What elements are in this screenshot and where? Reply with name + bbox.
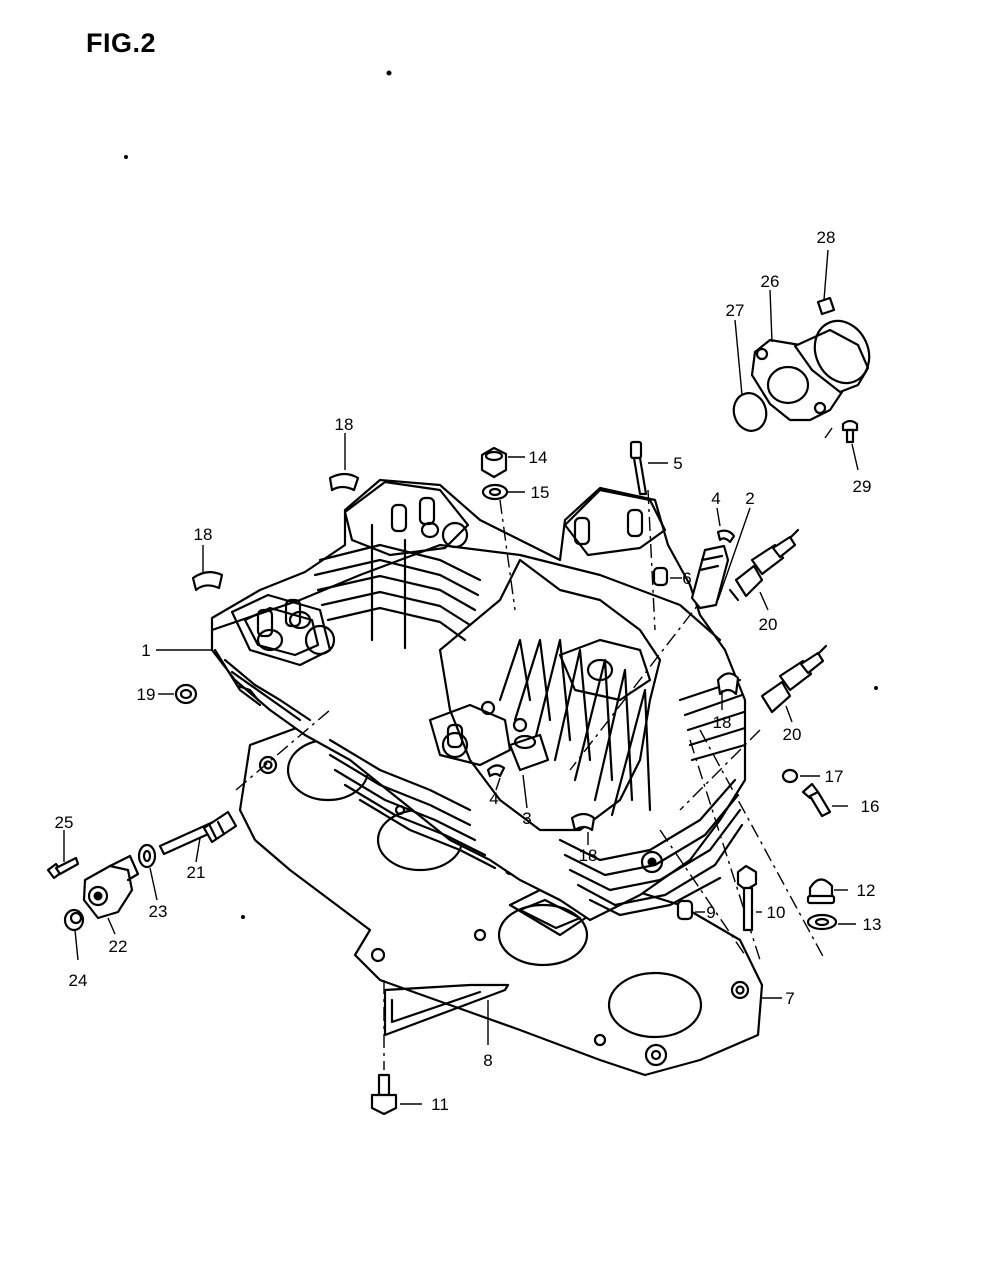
nut-14-part (480, 446, 508, 479)
callout-18d: 18 (579, 846, 598, 865)
washer-15-part (481, 483, 509, 501)
intake-pipe-26-part (750, 328, 870, 422)
callout-27: 27 (726, 301, 745, 320)
tach-housing-22-part (82, 854, 140, 920)
callout-15: 15 (531, 483, 550, 502)
bolt-11-part (370, 1073, 398, 1116)
key-18d-part (570, 812, 596, 832)
callout-22: 22 (109, 937, 128, 956)
callout-18c: 18 (713, 713, 732, 732)
o-ring-27-part (732, 392, 768, 432)
callout-8: 8 (483, 1051, 492, 1070)
dowel-6-part (652, 566, 669, 587)
callout-4a: 4 (711, 489, 720, 508)
callout-21: 21 (187, 863, 206, 882)
bolt-10-part (736, 864, 758, 932)
valve-seal-3-part (508, 733, 550, 772)
callout-13: 13 (863, 915, 882, 934)
callout-24: 24 (69, 971, 88, 990)
callout-17: 17 (825, 767, 844, 786)
leader-lines (63, 249, 859, 1105)
key-18a-part (328, 472, 360, 492)
gasket-strip-part (383, 983, 510, 1037)
callout-26: 26 (761, 272, 780, 291)
callout-2: 2 (745, 489, 754, 508)
key-18c-part (716, 672, 740, 696)
callout-1: 1 (141, 641, 150, 660)
figure-title: FIG.2 (86, 28, 157, 58)
callout-18a: 18 (335, 415, 354, 434)
scan-specks (124, 70, 878, 919)
cylinder-head-part (210, 478, 747, 922)
key-18b-part (191, 571, 224, 592)
callout-10: 10 (767, 903, 786, 922)
callout-28: 28 (817, 228, 836, 247)
callout-7: 7 (785, 989, 794, 1008)
callout-5: 5 (673, 454, 682, 473)
screw-29-part (824, 419, 859, 444)
washer-13-part (806, 913, 838, 931)
callout-29: 29 (853, 477, 872, 496)
tach-gear-21-part (158, 810, 238, 856)
callout-labels: 18 18 1 19 14 15 5 6 4 2 20 18 20 17 16 … (55, 228, 882, 1114)
valve-guide-2-part (690, 544, 730, 610)
callout-18b: 18 (194, 525, 213, 544)
callout-11: 11 (431, 1095, 449, 1114)
stud-5-part (629, 440, 648, 496)
callout-14: 14 (529, 448, 548, 467)
callout-20a: 20 (759, 615, 778, 634)
clamp-28-part (813, 296, 871, 385)
bolt-16-part (801, 782, 832, 818)
plug-19-part (174, 683, 198, 705)
callout-20b: 20 (783, 725, 802, 744)
callout-25: 25 (55, 813, 74, 832)
spark-plug-20b-part (760, 644, 828, 714)
bolt-25-part (46, 856, 80, 880)
cap-nut-12-part (806, 878, 836, 905)
collar-4-part (716, 529, 736, 544)
dowel-9-part (676, 899, 694, 921)
callout-23: 23 (149, 902, 168, 921)
washer-23-part (137, 843, 157, 869)
callout-16: 16 (861, 797, 880, 816)
callout-19: 19 (137, 685, 156, 704)
callout-4b: 4 (489, 789, 498, 808)
callout-3: 3 (522, 809, 531, 828)
callout-9: 9 (706, 903, 715, 922)
spark-plug-20a-part (728, 528, 800, 602)
washer-17-part (781, 768, 799, 784)
seal-24-part (63, 908, 85, 932)
collar-4b-part (486, 764, 506, 778)
callout-6: 6 (682, 569, 691, 588)
callout-12: 12 (857, 881, 876, 900)
